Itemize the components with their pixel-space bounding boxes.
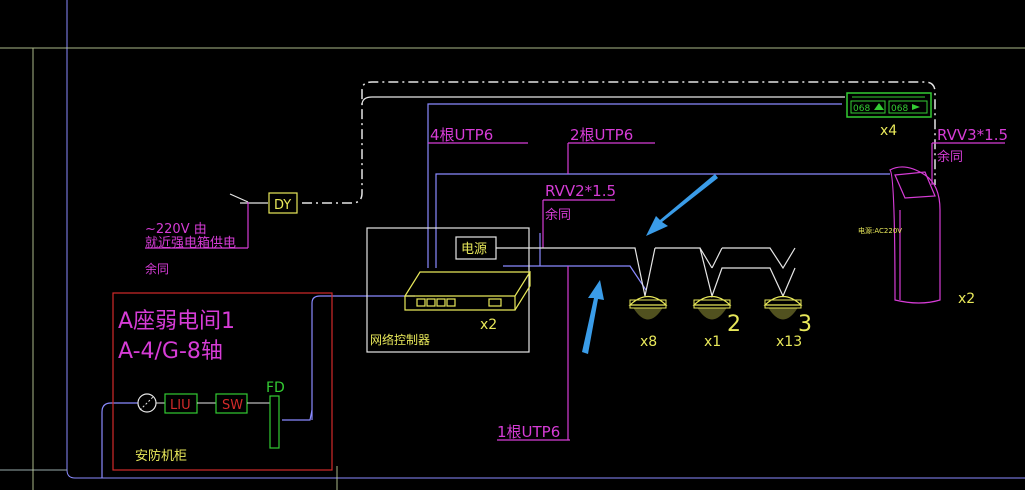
exit-sign-code-right: 068 [891,104,908,114]
power-source-label-3: 余同 [145,261,169,276]
kiosk-device [889,166,941,304]
arrow-down-left [646,174,718,236]
camera-2 [692,295,732,320]
camera-3-number: 3 [798,312,812,337]
rvv3-label: RVV3*1.5 [937,126,1008,144]
weak-current-room [112,292,333,471]
camera-1-qty: x8 [640,334,657,350]
power-source-label-2: 就近强电箱供电 [145,235,236,251]
exit-sign-code-left: 068 [853,104,870,114]
kiosk-qty: x2 [958,291,975,307]
camera-2-qty: x1 [704,334,721,350]
power-input-leader [145,202,249,249]
camera-wiring [540,247,796,299]
arrow-up [582,280,604,354]
odf-symbol-slash [139,395,155,411]
fd-label: FD [266,380,285,396]
dy-label: DY [274,198,291,213]
liu-label: LIU [170,398,191,413]
camera-1 [628,295,668,320]
kiosk-power-label: 电源:AC220V [858,226,902,235]
power-input-lines [229,193,268,204]
power-source-label: ~220V 由 [145,222,207,237]
power-box-label: 电源 [461,242,487,257]
magenta-leaders [428,142,1005,441]
fd-box [269,395,280,449]
blue-signal-lines [101,103,890,478]
utp4-label: 4根UTP6 [430,126,493,144]
sw-label: SW [222,398,243,413]
grid-axis-lines [0,47,1025,490]
exit-sign: 068 068 [846,92,932,118]
rvv2-label: RVV2*1.5 [545,182,616,200]
dashed-power-cable [302,81,936,204]
camera-3-qty: x13 [776,334,802,350]
rvv2-note: 余同 [545,207,571,223]
room-title-2: A-4/G-8轴 [118,339,223,364]
cabinet-label: 安防机柜 [135,448,187,464]
utp1-label: 1根UTP6 [497,423,560,441]
network-controller-device [403,271,532,311]
camera-3 [763,295,803,320]
dy-box [268,192,298,214]
inner-white-line [361,96,845,106]
exit-sign-qty: x4 [880,123,897,139]
camera-2-number: 2 [727,312,741,337]
rvv3-note: 余同 [937,149,963,165]
controller-label: 网络控制器 [370,332,430,347]
utp2-label: 2根UTP6 [570,126,633,144]
controller-qty: x2 [480,317,497,333]
room-title-1: A座弱电间1 [118,309,235,334]
controller-frame [366,227,530,353]
